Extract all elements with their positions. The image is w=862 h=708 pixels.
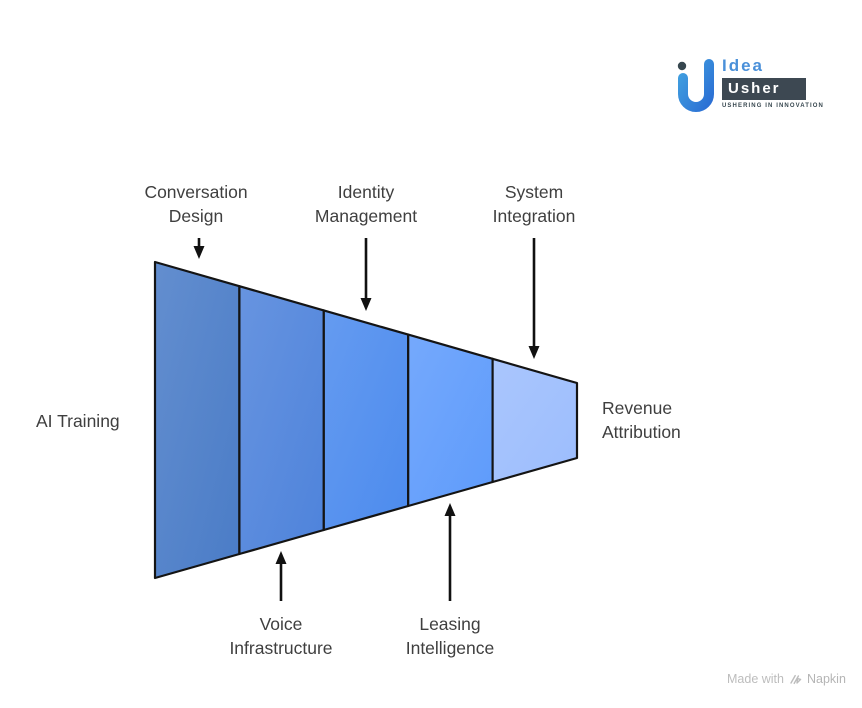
logo-word-idea: Idea <box>722 56 765 75</box>
logo-tagline: USHERING IN INNOVATION <box>722 103 824 109</box>
funnel-segment-5 <box>491 357 579 484</box>
made-with-text: Made with <box>727 672 784 686</box>
arrow-conversation-design <box>193 238 205 259</box>
stage-label-conversation-design: Conversation Design <box>144 182 248 226</box>
stage-label-leasing-intelligence: Leasing Intelligence <box>405 614 495 658</box>
arrow-system-integration <box>528 238 540 359</box>
napkin-brand-text: Napkin <box>806 672 846 686</box>
idea-usher-logo-icon <box>677 59 714 112</box>
logo-word-usher: Usher <box>722 78 806 100</box>
funnel-segment-3 <box>322 309 410 532</box>
napkin-logo-icon <box>790 674 802 684</box>
napkin-attribution: Made with Napkin <box>727 672 846 686</box>
idea-usher-logo-text: Idea Usher USHERING IN INNOVATION <box>722 54 824 116</box>
arrow-voice-infrastructure <box>275 551 287 601</box>
stage-label-revenue-attribution: Revenue Attribution <box>602 398 681 442</box>
arrow-identity-management <box>360 238 372 311</box>
idea-usher-logo: Idea Usher USHERING IN INNOVATION <box>674 54 823 116</box>
stage-label-identity-management: Identity Management <box>314 182 418 226</box>
stage-label-system-integration: System Integration <box>492 182 576 226</box>
stage-label-voice-infrastructure: Voice Infrastructure <box>229 614 333 658</box>
funnel-segment-4 <box>407 333 494 508</box>
funnel-segment-2 <box>238 285 325 556</box>
stage-label-ai-training: AI Training <box>36 411 120 431</box>
funnel-segment-1 <box>153 260 241 580</box>
arrow-leasing-intelligence <box>444 503 456 601</box>
